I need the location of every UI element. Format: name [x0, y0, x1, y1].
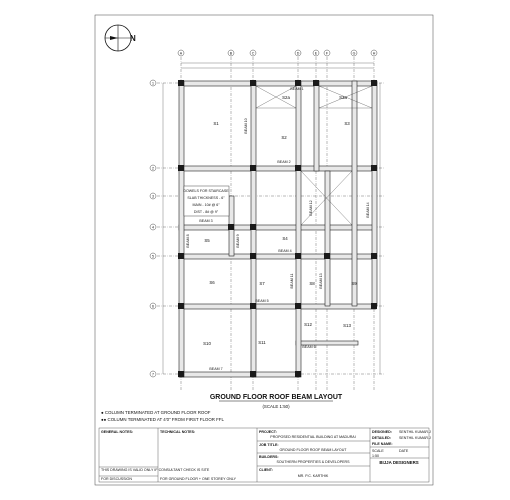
- firm-name: BIJJA DESIGNERS: [379, 460, 418, 465]
- client-label: CLIENT:: [259, 468, 273, 472]
- job-title-label: JOB TITLE:: [259, 443, 279, 447]
- staircase-note-box: [183, 185, 230, 217]
- beam-label: BEAM 7: [209, 367, 222, 371]
- beam-label: BEAM 11: [290, 274, 294, 289]
- slab-label: S2a: [282, 95, 290, 100]
- validity-note: THIS DRAWING IS VALID ONLY IF CONSULTANT…: [101, 468, 210, 472]
- legend-item: ● COLUMN TERMINATED AT GROUND FLOOR ROOF: [101, 410, 211, 415]
- slab-labels: S1 S2 S2a S3 S3a S4 S5 S6 S7 S8 S9 S10 S…: [203, 95, 357, 346]
- title-block: [98, 427, 430, 483]
- builders-label: BUILDERS:: [259, 455, 279, 459]
- slab-label: S13: [343, 323, 351, 328]
- grid-label-f: F: [326, 51, 329, 55]
- beam-label: BEAM 9: [236, 234, 240, 247]
- north-label: N: [130, 34, 136, 43]
- slab-label: S1: [213, 121, 219, 126]
- grid-label-g: G: [353, 51, 356, 55]
- file-name-label: FILE NAME:: [372, 442, 393, 446]
- grid-label-2: 2: [152, 166, 154, 170]
- grid-label-d: D: [297, 51, 300, 55]
- detailed-value: SENTHIL KUMAR.J: [399, 436, 431, 440]
- bottom-note: FOR GROUND FLOOR + ONE STOREY ONLY: [160, 477, 237, 481]
- beam-label: BEAM 6: [302, 345, 315, 349]
- beam-label: BEAM 13: [319, 273, 323, 288]
- grid-label-5: 5: [152, 254, 154, 258]
- grid-label-a: A: [180, 51, 183, 55]
- beam-label: BEAM 3: [199, 219, 212, 223]
- client-value: MR. P.C. KARTHIK: [298, 474, 329, 478]
- grid-label-b: B: [230, 51, 233, 55]
- builders-value: SOUTHERN PROPERTIES & DEVELOPERS: [276, 460, 350, 464]
- slab-label: S9: [351, 281, 357, 286]
- general-notes-heading: GENERAL NOTES:: [101, 430, 133, 434]
- grid-label-e: E: [315, 51, 318, 55]
- date-label: DATE: [399, 449, 409, 453]
- beam-label: BEAM 12: [309, 200, 313, 215]
- scale-value: 1:50: [372, 454, 379, 458]
- job-title-value: GROUND FLOOR ROOF BEAM LAYOUT: [279, 448, 347, 452]
- beam-label: BEAM 14: [366, 202, 370, 217]
- north-arrow-icon: [104, 24, 133, 52]
- beam-label: BEAM 8: [186, 234, 190, 247]
- project-label: PROJECT:: [259, 430, 277, 434]
- beam-label: BEAM 10: [244, 118, 248, 133]
- staircase-note-line-1: DOWELS FOR STAIRCASE: [183, 189, 229, 193]
- columns: [178, 80, 377, 377]
- grid-column-bubbles: A B C D E F G H: [177, 49, 378, 57]
- grid-label-1: 1: [152, 81, 154, 85]
- slab-label: S5: [204, 238, 210, 243]
- technical-notes-heading: TECHNICAL NOTES:: [160, 430, 195, 434]
- slab-label: S7: [259, 281, 265, 286]
- grid-label-3: 3: [152, 194, 154, 198]
- staircase-note-line-4: DIST - 8# @ 9": [194, 210, 219, 214]
- slab-label: S12: [304, 322, 312, 327]
- slab-label: S3: [344, 121, 350, 126]
- beam-label: BEAM 5: [255, 299, 268, 303]
- scale-label: SCALE: [372, 449, 384, 453]
- staircase-note-line-2: SLAB THICKNESS - 6": [187, 196, 225, 200]
- detailed-label: DETAILED:: [372, 436, 391, 440]
- designed-label: DESIGNED:: [372, 430, 392, 434]
- beam-label: BEAM 4: [278, 249, 291, 253]
- grid-label-h: H: [373, 51, 376, 55]
- drawing-title: GROUND FLOOR ROOF BEAM LAYOUT: [210, 394, 343, 401]
- staircase-note-line-3: MAIN - 10# @ 6": [192, 203, 220, 207]
- slab-label: S6: [209, 280, 215, 285]
- grid-label-c: C: [252, 51, 255, 55]
- designed-value: SENTHIL KUMAR.J: [399, 430, 431, 434]
- slab-label: S10: [203, 341, 211, 346]
- purpose-text: FOR DISCUSSION: [101, 477, 132, 481]
- beam-labels: BEAM 1 BEAM 2 BEAM 3 BEAM 4 BEAM 5 BEAM …: [186, 87, 370, 371]
- grid-label-6: 6: [152, 304, 154, 308]
- beam-label: BEAM 2: [277, 160, 290, 164]
- grid-label-4: 4: [152, 225, 154, 229]
- grid-row-bubbles: 1 2 3 4 5 6 7: [149, 79, 157, 378]
- slab-label: S3a: [339, 95, 347, 100]
- dimension-lines: [162, 62, 381, 374]
- project-value: PROPOSED RESIDENTIAL BUILDING AT MADURAI: [270, 435, 355, 439]
- slab-label: S4: [282, 236, 288, 241]
- slab-label: S2: [281, 135, 287, 140]
- legend-item: ●● COLUMN TERMINATED AT 4'0" FROM FIRST …: [101, 417, 224, 422]
- slab-label: S8: [309, 281, 315, 286]
- slab-label: S11: [258, 340, 266, 345]
- hatched-slabs: [255, 85, 373, 226]
- grid-label-7: 7: [152, 372, 154, 376]
- beam-label: BEAM 1: [290, 87, 303, 91]
- drawing-scale: (SCALE 1:50): [262, 404, 290, 409]
